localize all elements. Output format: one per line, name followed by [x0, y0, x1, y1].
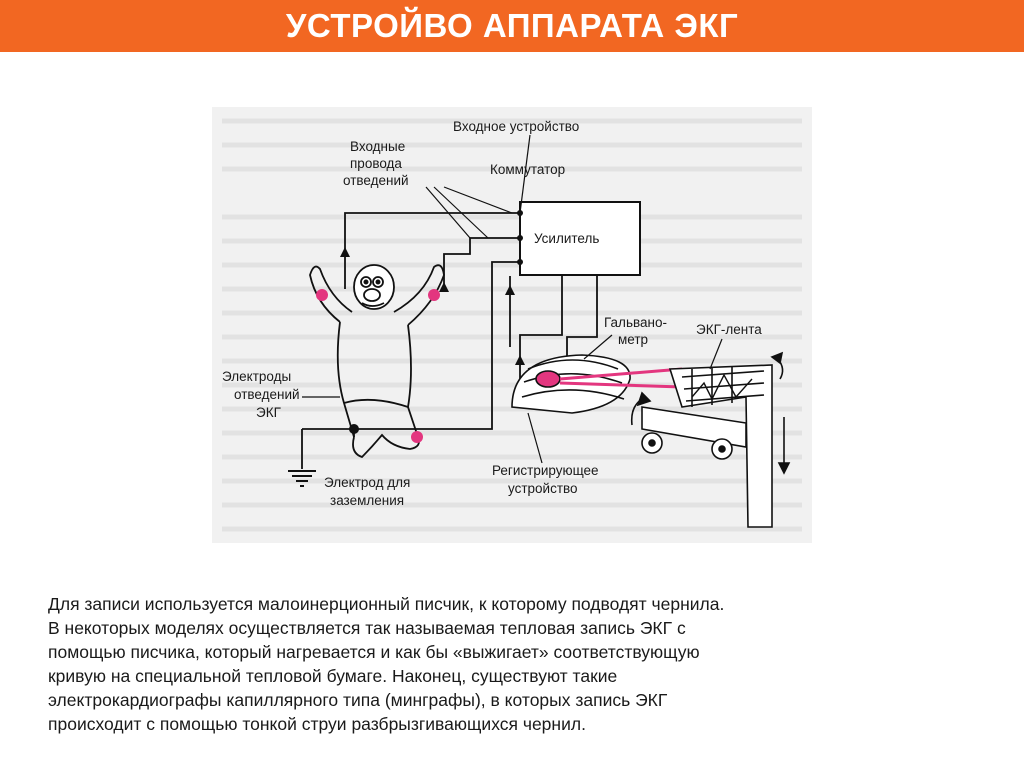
caption-line: Для записи используется малоинерционный …: [48, 594, 725, 614]
label-commutator: Коммутатор: [490, 162, 565, 177]
label-input-wires-3: отведений: [343, 173, 409, 188]
electrodes: [316, 289, 440, 443]
label-electrodes-3: ЭКГ: [256, 405, 282, 420]
caption-text: Для записи используется малоинерционный …: [48, 592, 978, 736]
label-electrodes-2: отведений: [234, 387, 300, 402]
label-ground-2: заземления: [330, 493, 404, 508]
ground-electrode: [349, 424, 359, 434]
label-input-device: Входное устройство: [453, 119, 579, 134]
label-recorder-1: Регистрирующее: [492, 463, 599, 478]
label-galvanometer-1: Гальвано-: [604, 315, 667, 330]
ground-symbol: [288, 470, 316, 487]
slide-title: УСТРОЙВО АППАРАТА ЭКГ: [285, 7, 739, 44]
label-input-wires-1: Входные: [350, 139, 405, 154]
ecg-device-diagram: Усилитель: [212, 107, 812, 543]
electrode-right-arm: [428, 289, 440, 301]
diagram-canvas: Усилитель: [222, 118, 802, 532]
caption-line: происходит с помощью тонкой струи разбры…: [48, 714, 586, 734]
caption-line: электрокардиографы капиллярного типа (ми…: [48, 690, 668, 710]
label-pointers: [302, 334, 723, 464]
light-beam: [559, 367, 683, 389]
electrode-right-leg: [411, 431, 423, 443]
caption-line: помощью писчика, который нагревается и к…: [48, 642, 700, 662]
pointer-lines: [425, 134, 531, 239]
electrode-left-arm: [316, 289, 328, 301]
tape-motion-arrows: [630, 351, 791, 475]
wire-arrows: [340, 247, 525, 365]
label-electrodes-1: Электроды: [222, 369, 291, 384]
title-bar: УСТРОЙВО АППАРАТА ЭКГ: [0, 0, 1024, 52]
caption-line: В некоторых моделях осуществляется так н…: [48, 618, 686, 638]
ecg-tape-recorder: [641, 364, 773, 528]
label-recorder-2: устройство: [508, 481, 578, 496]
label-input-wires-2: провода: [350, 156, 402, 171]
amplifier-label: Усилитель: [534, 231, 599, 246]
label-ecg-tape: ЭКГ-лента: [696, 322, 762, 337]
caption-line: кривую на специальной тепловой бумаге. Н…: [48, 666, 618, 686]
label-ground-1: Электрод для: [324, 475, 410, 490]
label-galvanometer-2: метр: [618, 332, 648, 347]
